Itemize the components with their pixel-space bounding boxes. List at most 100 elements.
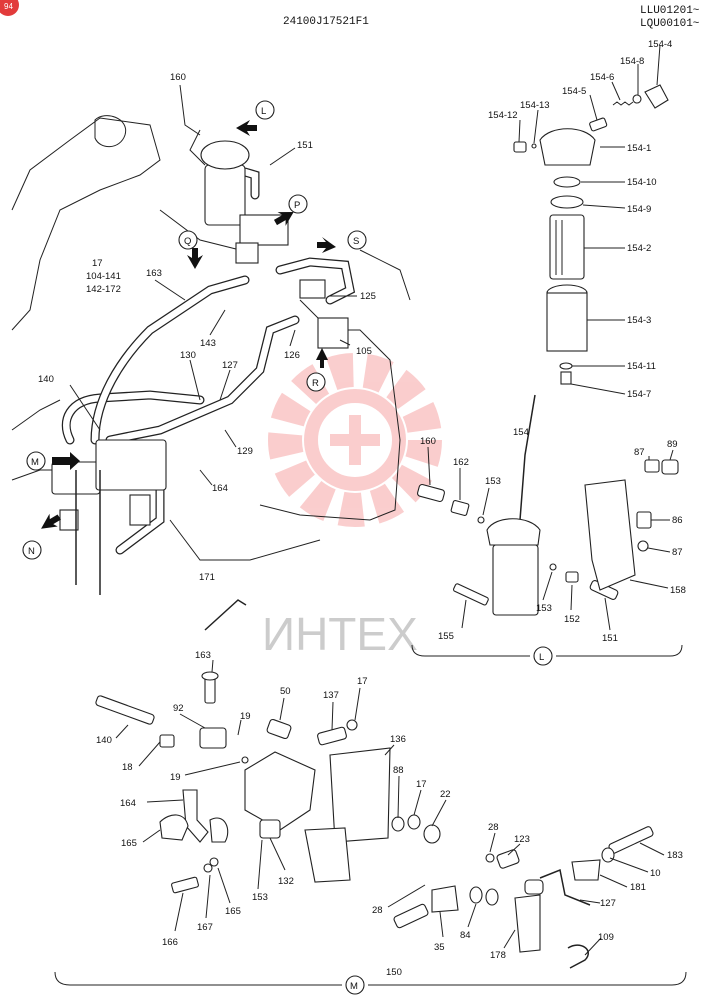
label-89: 89 <box>667 439 678 450</box>
leader-lines-filter <box>518 44 661 521</box>
view-M-parts <box>95 671 654 969</box>
label-154-8: 154-8 <box>620 56 644 67</box>
label-165-a: 165 <box>121 838 137 849</box>
label-143: 143 <box>200 338 216 349</box>
view-M-label: M <box>350 981 358 992</box>
label-130: 130 <box>180 350 196 361</box>
label-155: 155 <box>438 631 454 642</box>
label-22: 22 <box>440 789 451 800</box>
view-marker-Q: Q <box>178 230 198 250</box>
label-154-5: 154-5 <box>562 86 586 97</box>
svg-text:Q: Q <box>184 236 191 247</box>
view-L-label: L <box>539 652 544 663</box>
serial-range-2: LQU00101~ <box>640 18 700 30</box>
label-10: 10 <box>650 868 661 879</box>
label-19-b: 19 <box>170 772 181 783</box>
label-19-a: 19 <box>240 711 251 722</box>
label-154: 154 <box>513 427 529 438</box>
view-marker-S: S <box>347 230 367 250</box>
label-153-L1: 153 <box>485 476 501 487</box>
label-104-141: 104-141 <box>86 271 121 282</box>
view-marker-N: N <box>22 540 42 560</box>
label-84: 84 <box>460 930 471 941</box>
label-160-L: 160 <box>420 436 436 447</box>
drawing-number: 24100J17521F1 <box>283 16 369 28</box>
label-137: 137 <box>323 690 339 701</box>
watermark-text: ИНТЕХ <box>262 608 418 660</box>
label-158: 158 <box>670 585 686 596</box>
label-181: 181 <box>630 882 646 893</box>
label-163-top: 163 <box>146 268 162 279</box>
label-164-top: 164 <box>212 483 228 494</box>
label-154-13: 154-13 <box>520 100 550 111</box>
label-140-top: 140 <box>38 374 54 385</box>
label-160-top: 160 <box>170 72 186 83</box>
leader-lines-view-L <box>427 446 674 631</box>
label-164-M: 164 <box>120 798 136 809</box>
label-150: 150 <box>386 967 402 978</box>
label-154-10: 154-10 <box>627 177 657 188</box>
label-88: 88 <box>393 765 404 776</box>
label-153-L2: 153 <box>536 603 552 614</box>
leader-lines-main <box>69 84 357 486</box>
view-L-assembly <box>417 459 679 616</box>
filter-exploded <box>513 84 669 385</box>
label-87-a: 87 <box>634 447 645 458</box>
label-163-M: 163 <box>195 650 211 661</box>
label-165-b: 165 <box>225 906 241 917</box>
label-129: 129 <box>237 446 253 457</box>
label-109: 109 <box>598 932 614 943</box>
view-marker-L-top: L <box>255 100 275 120</box>
serial-range-1: LLU01201~ <box>640 5 700 17</box>
label-18: 18 <box>122 762 133 773</box>
label-105: 105 <box>356 346 372 357</box>
view-arrows <box>41 120 336 529</box>
label-166: 166 <box>162 937 178 948</box>
label-154-7: 154-7 <box>627 389 651 400</box>
hose-bundle <box>61 167 356 555</box>
label-183: 183 <box>667 850 683 861</box>
label-17-b: 17 <box>416 779 427 790</box>
label-162: 162 <box>453 457 469 468</box>
label-17-a: 17 <box>357 676 368 687</box>
label-151-top: 151 <box>297 140 313 151</box>
view-marker-M-top: M <box>26 451 46 471</box>
label-171: 171 <box>199 572 215 583</box>
label-178: 178 <box>490 950 506 961</box>
control-valve-main <box>51 279 349 595</box>
view-M-bracket: M <box>54 971 687 995</box>
view-L-bracket: L <box>411 644 683 666</box>
label-127-top: 127 <box>222 360 238 371</box>
svg-text:M: M <box>31 457 39 468</box>
page-badge-text: 94 <box>4 2 13 11</box>
label-127-M: 127 <box>600 898 616 909</box>
hydraulic-filter-upper <box>189 129 289 264</box>
label-87-b: 87 <box>672 547 683 558</box>
label-35: 35 <box>434 942 445 953</box>
label-132: 132 <box>278 876 294 887</box>
svg-text:S: S <box>353 236 359 247</box>
label-154-11: 154-11 <box>627 361 656 372</box>
label-154-2: 154-2 <box>627 243 651 254</box>
label-126: 126 <box>284 350 300 361</box>
label-142-172: 142-172 <box>86 284 121 295</box>
label-151-L: 151 <box>602 633 618 644</box>
label-140-M: 140 <box>96 735 112 746</box>
label-154-1: 154-1 <box>627 143 651 154</box>
label-86: 86 <box>672 515 683 526</box>
page-badge: 94 <box>0 0 19 16</box>
leader-lines-view-M <box>115 659 665 956</box>
label-154-6: 154-6 <box>590 72 614 83</box>
label-136: 136 <box>390 734 406 745</box>
label-28-b: 28 <box>372 905 383 916</box>
svg-text:R: R <box>312 378 319 389</box>
watermark-gear-logo <box>268 353 442 527</box>
label-154-12: 154-12 <box>488 110 518 121</box>
label-167: 167 <box>197 922 213 933</box>
label-92: 92 <box>173 703 184 714</box>
label-123: 123 <box>514 834 530 845</box>
svg-text:P: P <box>294 200 300 211</box>
label-17: 17 <box>92 258 103 269</box>
view-marker-P: P <box>288 194 308 214</box>
